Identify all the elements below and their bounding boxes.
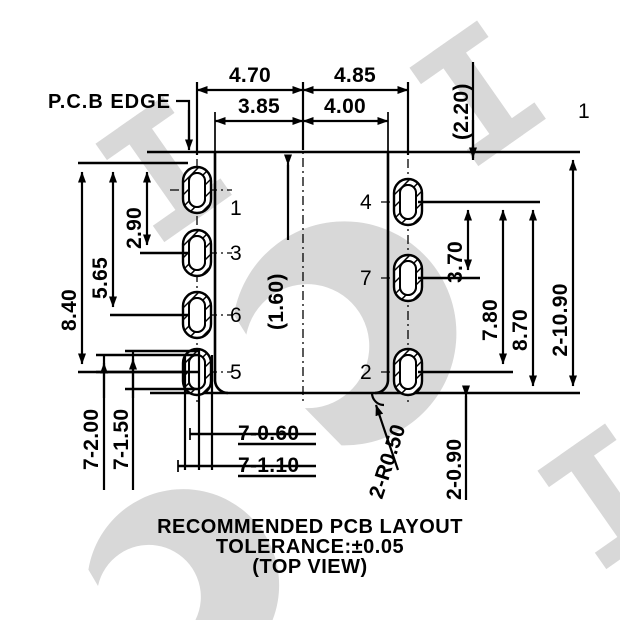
dim-3-85-label: 3.85 (238, 95, 280, 118)
dim-1-60-group: (1.60) (265, 154, 292, 330)
dim-2-20-label: (2.20) (450, 83, 473, 140)
pad-7 (392, 253, 424, 303)
slot-size-callouts: 7-0.60 7-1.10 (177, 422, 316, 478)
dim-5-65-label: 5.65 (89, 257, 112, 299)
pad-4-label: 4 (360, 191, 372, 214)
title-line-3: (TOP VIEW) (252, 556, 367, 578)
dim-2-90-label: 2.90 (123, 207, 146, 249)
callout-7-0-60-label: 7-0.60 (238, 422, 299, 445)
title-block: RECOMMENDED PCB LAYOUT TOLERANCE:±0.05 (… (157, 516, 463, 578)
pad-3 (181, 228, 213, 278)
pin-labels-left: 1 3 6 5 (230, 197, 242, 384)
callout-7-2-00-label: 7-2.00 (80, 409, 103, 470)
corner-index-label: 1 (578, 100, 590, 123)
pad-3-label: 3 (230, 242, 242, 265)
dim-8-70-label: 8.70 (509, 309, 532, 351)
pad-6-label: 6 (230, 304, 242, 327)
callout-2-0-90-group: 2-0.90 (443, 385, 470, 500)
bottom-left-callouts: 7-2.00 7-1.50 (80, 349, 214, 490)
pcb-edge-label: P.C.B EDGE (48, 91, 171, 113)
dim-8-40-label: 8.40 (58, 289, 81, 331)
title-line-2: TOLERANCE:±0.05 (216, 536, 404, 558)
pad-4 (392, 177, 424, 227)
pad-2 (392, 347, 424, 397)
title-line-1: RECOMMENDED PCB LAYOUT (157, 516, 463, 538)
dim-4-85-label: 4.85 (334, 64, 376, 87)
dim-4-70-label: 4.70 (229, 64, 271, 87)
dim-7-80-label: 7.80 (479, 299, 502, 341)
pcb-edge-note: P.C.B EDGE (48, 91, 193, 151)
pin-labels-right: 4 7 2 (360, 191, 372, 384)
pad-1-label: 1 (230, 197, 242, 220)
pad-6 (181, 290, 213, 340)
top-dimension-group: 4.70 4.85 3.85 4.00 (195, 64, 410, 160)
dim-1-60-label: (1.60) (265, 273, 288, 330)
dim-4-00-label: 4.00 (324, 95, 366, 118)
callout-2-0-90-label: 2-0.90 (443, 439, 466, 500)
callout-7-1-50-label: 7-1.50 (110, 409, 133, 470)
dim-3-70-label: 3.70 (444, 241, 467, 283)
pad-2-label: 2 (360, 361, 372, 384)
pad-5-label: 5 (230, 361, 242, 384)
right-dimension-group: 3.70 7.80 8.70 2-10.90 (418, 159, 577, 387)
dim-2-20-group: (2.20) (450, 62, 477, 160)
callout-7-1-10-label: 7-1.10 (238, 454, 299, 477)
dim-2-10-90-label: 2-10.90 (549, 283, 572, 356)
pad-7-label: 7 (360, 267, 372, 290)
